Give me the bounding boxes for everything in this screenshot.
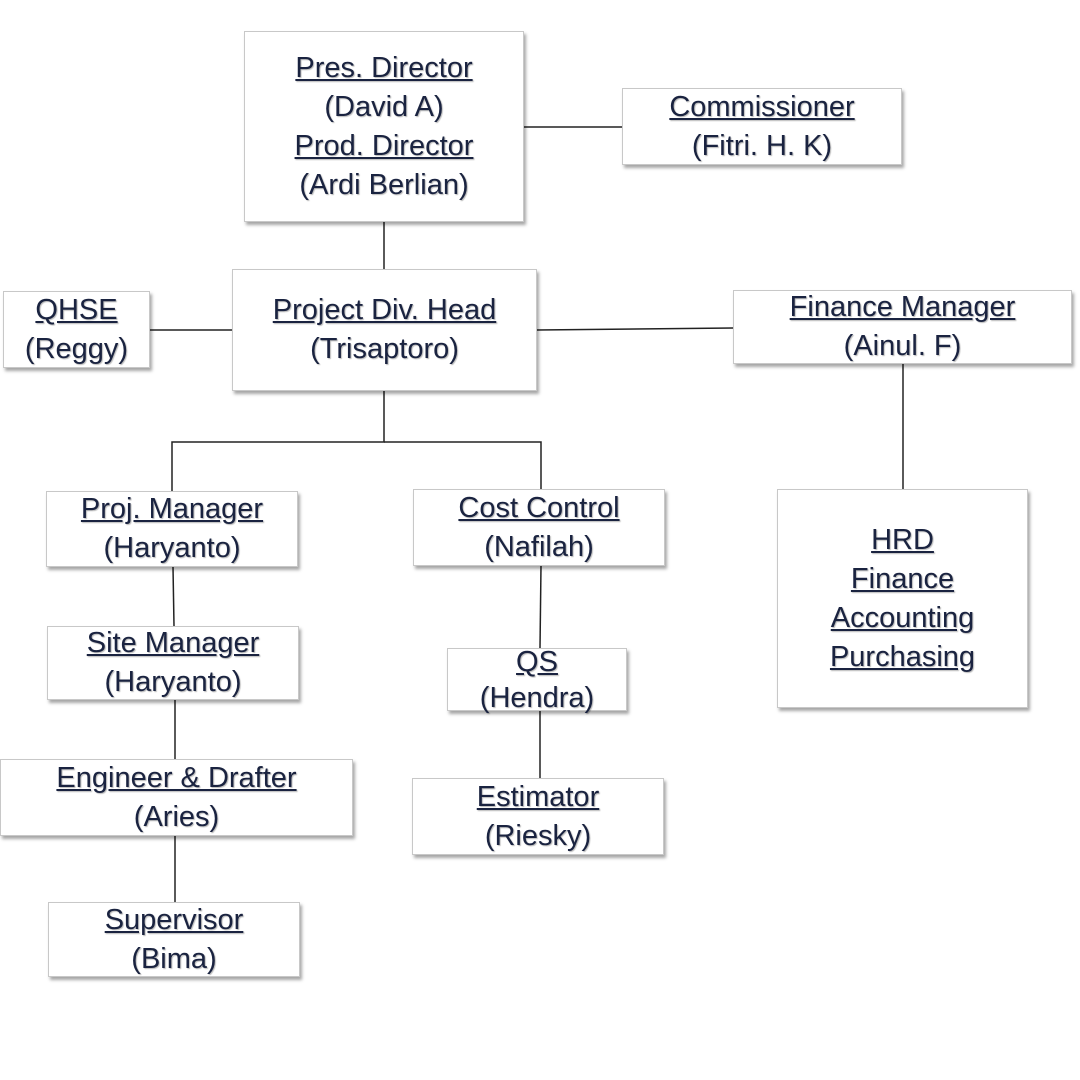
supervisor-name: (Bima) xyxy=(131,942,217,975)
project-div-head-name: (Trisaptoro) xyxy=(310,333,459,365)
connector-pm-site-manager xyxy=(172,566,175,627)
pres-director-title: Pres. Director xyxy=(295,51,473,84)
node-project-div-head: Project Div. Head (Trisaptoro) xyxy=(232,269,537,391)
connector-project-head-branches xyxy=(171,391,385,491)
engineer-drafter-name: (Aries) xyxy=(133,800,220,833)
cost-control-title: Cost Control xyxy=(458,491,620,524)
commissioner-name: (Fitri. H. K) xyxy=(691,129,833,162)
proj-manager-title: Proj. Manager xyxy=(80,493,264,525)
prod-director-title: Prod. Director xyxy=(294,129,474,162)
node-qs: QS (Hendra) xyxy=(447,646,627,714)
site-manager-name: (Haryanto) xyxy=(104,666,242,698)
hrd-label: HRD xyxy=(871,523,934,556)
commissioner-title: Commissioner xyxy=(669,90,855,123)
connector-project-head-finance xyxy=(536,327,734,331)
site-manager-title: Site Manager xyxy=(86,627,260,659)
estimator-name: (Riesky) xyxy=(484,819,592,852)
connector-cost-control-qs xyxy=(539,565,542,649)
connector-branch-cost-control xyxy=(384,441,542,489)
finance-manager-title: Finance Manager xyxy=(789,291,1016,323)
node-engineer-drafter: Engineer & Drafter (Aries) xyxy=(0,759,353,836)
node-qhse: QHSE (Reggy) xyxy=(3,291,150,368)
prod-director-name: (Ardi Berlian) xyxy=(299,168,469,201)
pres-director-name: (David A) xyxy=(324,90,444,123)
node-proj-manager: Proj. Manager (Haryanto) xyxy=(46,491,298,567)
node-finance-manager: Finance Manager (Ainul. F) xyxy=(733,290,1072,364)
qs-title: QS xyxy=(516,645,558,678)
node-hrd-group: HRD Finance Accounting Purchasing xyxy=(777,489,1028,708)
node-supervisor: Supervisor (Bima) xyxy=(48,902,300,977)
node-cost-control: Cost Control (Nafilah) xyxy=(413,489,665,566)
qhse-name: (Reggy) xyxy=(24,332,129,365)
project-div-head-title: Project Div. Head xyxy=(272,294,497,326)
node-commissioner: Commissioner (Fitri. H. K) xyxy=(622,88,902,165)
qs-name: (Hendra) xyxy=(479,681,595,714)
node-directors: Pres. Director (David A) Prod. Director … xyxy=(244,31,524,222)
accounting-label: Accounting xyxy=(830,601,975,634)
qhse-title: QHSE xyxy=(35,293,118,326)
proj-manager-name: (Haryanto) xyxy=(103,532,241,564)
cost-control-name: (Nafilah) xyxy=(484,530,594,563)
purchasing-label: Purchasing xyxy=(829,640,976,673)
finance-manager-name: (Ainul. F) xyxy=(843,330,962,362)
engineer-drafter-title: Engineer & Drafter xyxy=(56,761,297,794)
supervisor-title: Supervisor xyxy=(104,903,244,936)
finance-label: Finance xyxy=(850,562,955,595)
node-site-manager: Site Manager (Haryanto) xyxy=(47,626,299,700)
node-estimator: Estimator (Riesky) xyxy=(412,778,664,855)
estimator-title: Estimator xyxy=(476,780,600,813)
